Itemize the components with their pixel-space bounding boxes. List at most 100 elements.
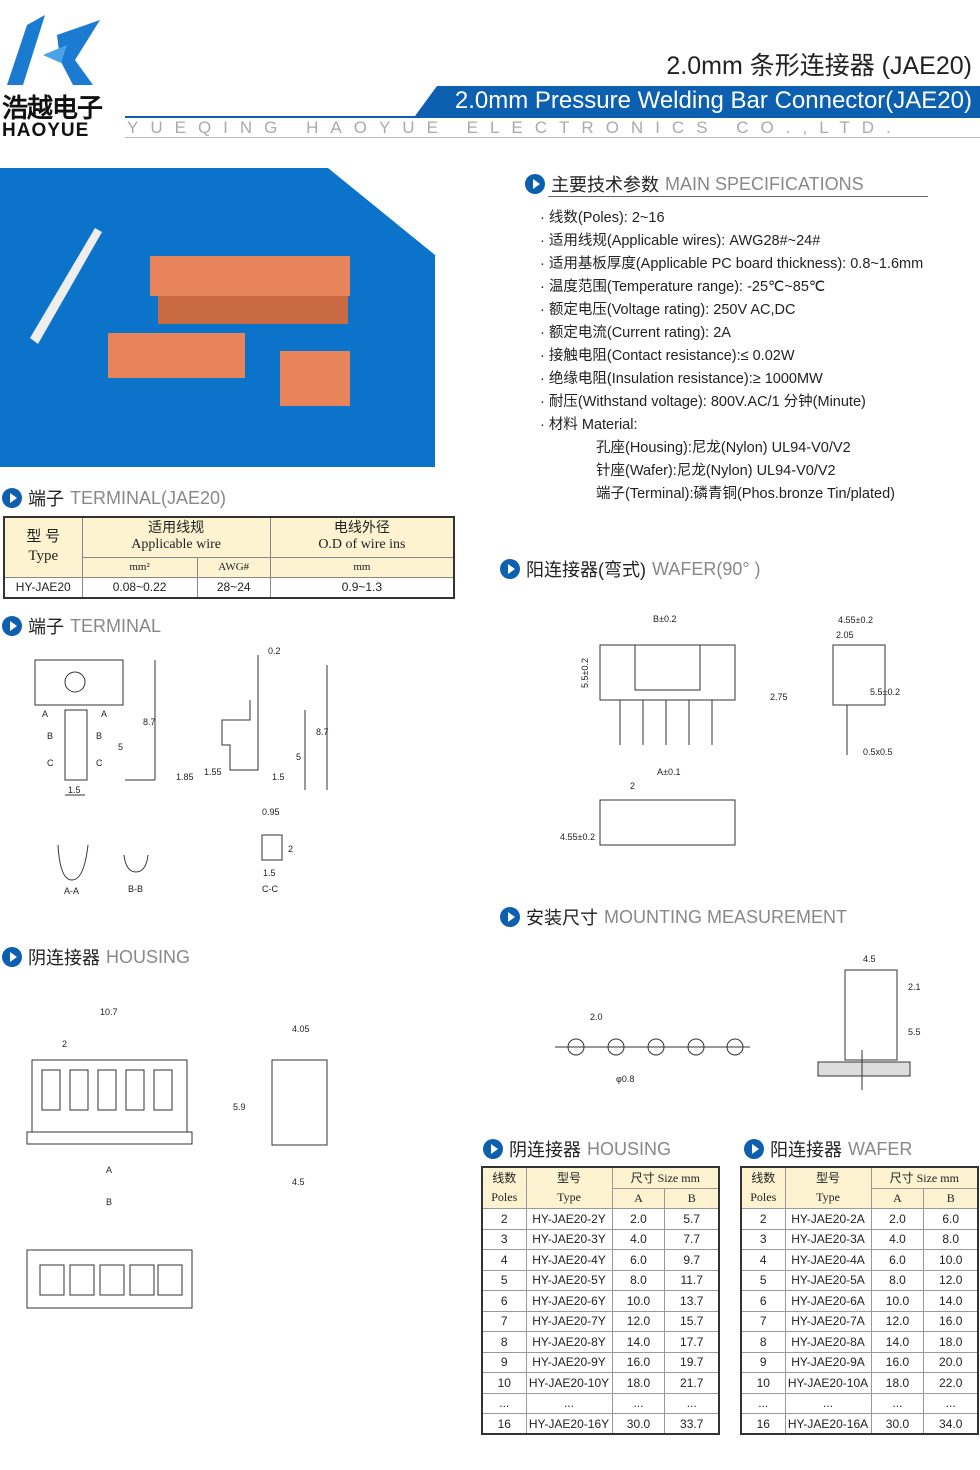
- dimension-label: 5.5±0.2: [580, 658, 590, 688]
- cell: 6.0: [923, 1208, 979, 1230]
- housing-drawing: 10.72 5.94.05 AB4.5: [26, 1007, 328, 1309]
- header-type-cn: 型号: [556, 1171, 581, 1185]
- spec-item: 耐压(Withstand voltage): 800V.AC/1 分钟(Minu…: [540, 391, 970, 414]
- section-title-cn: 端子: [28, 489, 64, 509]
- cell: 7: [740, 1310, 786, 1332]
- cell: 6: [740, 1290, 786, 1312]
- connector-illustration: [30, 228, 350, 406]
- material-item: 针座(Wafer):尼龙(Nylon) UL94-V0/V2: [596, 463, 836, 479]
- section-title-cn: 主要技术参数: [551, 175, 659, 195]
- spec-item: 适用基板厚度(Applicable PC board thickness): 0…: [540, 253, 970, 276]
- section-title-en: HOUSING: [106, 946, 191, 967]
- spec-item: 绝缘电阻(Insulation resistance):≥ 1000MW: [540, 368, 970, 391]
- dimension-label: 0.2: [268, 646, 281, 656]
- cell: 0.9~1.3: [269, 576, 455, 599]
- dimension-label: A: [106, 1165, 112, 1175]
- cell: HY-JAE20-6Y: [525, 1290, 613, 1312]
- cell: HY-JAE20-6A: [784, 1290, 872, 1312]
- section-title-cn: 阳连接器: [770, 1140, 842, 1160]
- cell: 5.7: [664, 1208, 720, 1230]
- header-od-en: O.D of wire ins: [318, 537, 406, 553]
- cell: 8.0: [923, 1228, 979, 1250]
- cell: 17.7: [664, 1331, 720, 1353]
- cell: HY-JAE20-2Y: [525, 1208, 613, 1230]
- cell: HY-JAE20-3Y: [525, 1228, 613, 1250]
- dimension-label: A: [101, 709, 107, 719]
- mounting-drawing: 2.0φ0.8 4.52.15.5: [555, 954, 921, 1090]
- dimension-label: A-A: [64, 886, 79, 896]
- cell: 9: [740, 1351, 786, 1373]
- section-title-cn: 端子: [28, 617, 64, 637]
- cell: 19.7: [664, 1351, 720, 1373]
- header-wire-en: Applicable wire: [131, 537, 222, 553]
- dimension-label: 2.75: [770, 692, 788, 702]
- cell: HY-JAE20-16A: [784, 1413, 872, 1435]
- cell: 16: [740, 1413, 786, 1435]
- section-title-en: WAFER(90° ): [652, 558, 761, 579]
- cell: HY-JAE20-5A: [784, 1269, 872, 1291]
- dimension-label: 2.1: [908, 982, 921, 992]
- section-title-en: MOUNTING MEASUREMENT: [604, 906, 847, 927]
- dimension-label: 0.95: [262, 807, 280, 817]
- cell: 10.0: [870, 1290, 925, 1312]
- section-title-en: TERMINAL: [70, 615, 162, 636]
- dimension-label: 5.9: [233, 1102, 246, 1112]
- play-icon: [2, 616, 22, 636]
- dimension-label: 10.7: [100, 1007, 118, 1017]
- dimension-label: 2: [630, 781, 635, 791]
- dimension-label: 4.55±0.2: [838, 615, 873, 625]
- section-title-en: TERMINAL(JAE20): [70, 487, 227, 508]
- header-type-cn: 型号: [815, 1171, 840, 1185]
- cell: 34.0: [923, 1413, 979, 1435]
- dimension-label: B: [47, 731, 53, 741]
- cell: 18.0: [611, 1372, 666, 1394]
- header-poles-cn: 线数: [492, 1171, 517, 1185]
- dimension-label: φ0.8: [616, 1074, 634, 1084]
- header-type-cn: 型 号: [26, 529, 61, 546]
- cell: HY-JAE20-4Y: [525, 1249, 613, 1271]
- dimension-label: 5: [118, 742, 123, 752]
- cell: ...: [923, 1392, 979, 1414]
- spec-list: 线数(Poles): 2~16 适用线规(Applicable wires): …: [540, 207, 970, 506]
- play-icon: [2, 947, 22, 967]
- section-title-cn: 阳连接器(弯式): [526, 560, 646, 580]
- cell: 4: [740, 1249, 786, 1271]
- cell: HY-JAE20-9Y: [525, 1351, 613, 1373]
- cell: 28~24: [196, 576, 271, 599]
- unit-mm2: mm²: [81, 556, 198, 578]
- header-b: B: [664, 1187, 720, 1209]
- dimension-label: 2: [62, 1039, 67, 1049]
- cell: ...: [664, 1392, 720, 1414]
- cell: 4: [481, 1249, 527, 1271]
- header-b: B: [923, 1187, 979, 1209]
- cell: ...: [611, 1392, 666, 1414]
- cell: HY-JAE20-7A: [784, 1310, 872, 1332]
- header-a: A: [611, 1187, 666, 1209]
- dimension-label: 4.5: [863, 954, 876, 964]
- cell: ...: [481, 1392, 527, 1414]
- dimension-label: 4.55±0.2: [560, 832, 595, 842]
- cell: 22.0: [923, 1372, 979, 1394]
- header-type-en: Type: [816, 1190, 840, 1204]
- header-poles-cn: 线数: [751, 1171, 776, 1185]
- cell: 16.0: [611, 1351, 666, 1373]
- header-wire-cn: 适用线规: [148, 521, 205, 537]
- dimension-label: 1.5: [263, 868, 276, 878]
- cell: 14.0: [870, 1331, 925, 1353]
- cell: 4.0: [611, 1228, 666, 1250]
